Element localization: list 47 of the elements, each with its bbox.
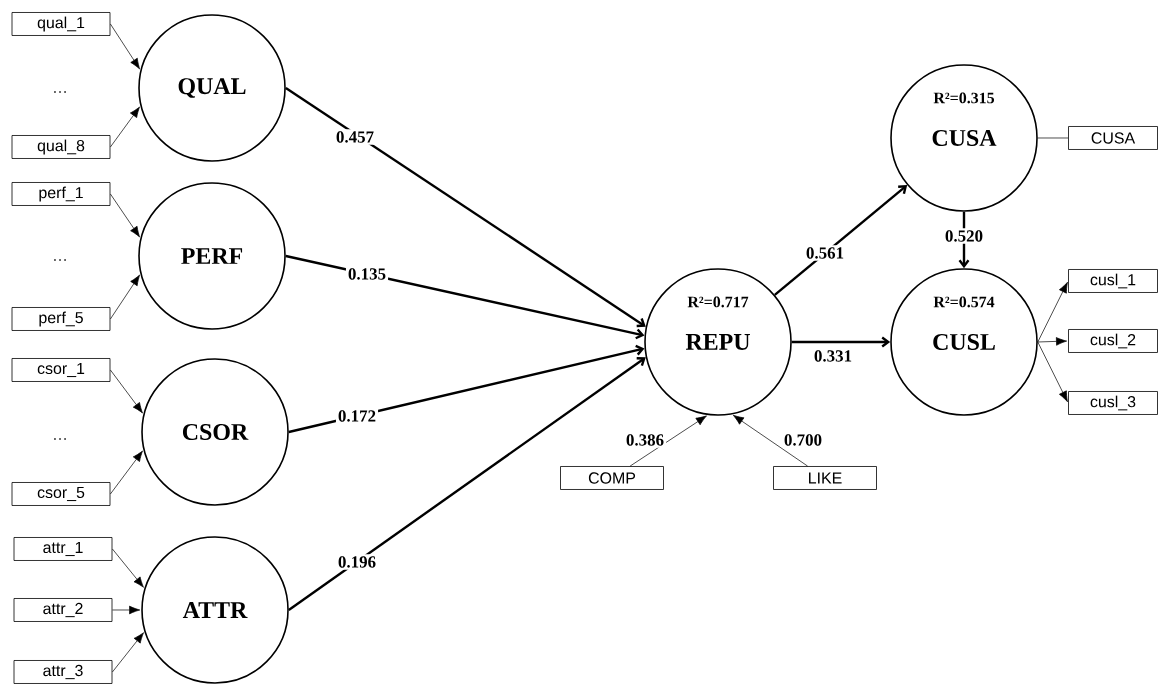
indicator-box: LIKE — [773, 466, 877, 490]
indicator-arrow — [110, 369, 143, 414]
indicator-arrow — [110, 193, 140, 238]
path-coefficient: 0.386 — [623, 432, 667, 448]
indicator-box: attr_2 — [13, 598, 113, 622]
indicator-box: csor_5 — [11, 482, 111, 506]
indicator-box: CUSA — [1068, 126, 1158, 150]
indicator-arrow — [1037, 341, 1068, 403]
indicator-box: cusl_3 — [1068, 391, 1158, 415]
path-coefficient: 0.331 — [811, 348, 855, 364]
indicator-box: csor_1 — [11, 358, 111, 382]
indicator-arrow — [110, 274, 140, 320]
path-coefficient: 0.196 — [335, 554, 379, 570]
indicator-arrow — [110, 106, 140, 148]
indicator-arrow — [112, 632, 144, 673]
indicator-arrow — [732, 414, 808, 467]
path-coefficient: 0.520 — [942, 228, 986, 244]
indicator-arrow — [112, 605, 141, 615]
path-coefficient: 0.135 — [345, 266, 389, 282]
indicator-box: attr_1 — [13, 537, 113, 561]
path-coefficient: 0.700 — [781, 432, 825, 448]
indicator-arrow — [629, 415, 707, 467]
indicator-arrow — [1037, 281, 1068, 343]
path-arrow — [285, 87, 646, 328]
path-arrow — [285, 254, 645, 340]
indicator-arrow — [112, 548, 144, 588]
indicator-box: cusl_1 — [1068, 269, 1158, 293]
indicator-box: cusl_2 — [1068, 329, 1158, 353]
ellipsis-text: … — [54, 91, 66, 93]
indicator-arrow — [1037, 337, 1067, 346]
indicator-box: qual_1 — [11, 12, 111, 36]
path-arrow — [288, 357, 646, 611]
path-coefficient: 0.457 — [333, 129, 377, 145]
path-coefficient: 0.172 — [335, 408, 379, 424]
ellipsis-text: … — [54, 438, 66, 440]
indicator-box: perf_5 — [11, 307, 111, 331]
indicator-box: perf_1 — [11, 182, 111, 206]
path-arrow — [288, 344, 645, 434]
indicator-box: qual_8 — [11, 135, 111, 159]
indicator-arrow — [110, 23, 140, 70]
ellipsis-text: … — [54, 259, 66, 261]
path-coefficient: 0.561 — [803, 245, 847, 261]
path-arrow — [791, 336, 891, 348]
indicator-box: COMP — [560, 466, 664, 490]
indicator-box: attr_3 — [13, 660, 113, 684]
path-arrow — [774, 185, 908, 296]
indicator-arrow — [110, 450, 143, 495]
